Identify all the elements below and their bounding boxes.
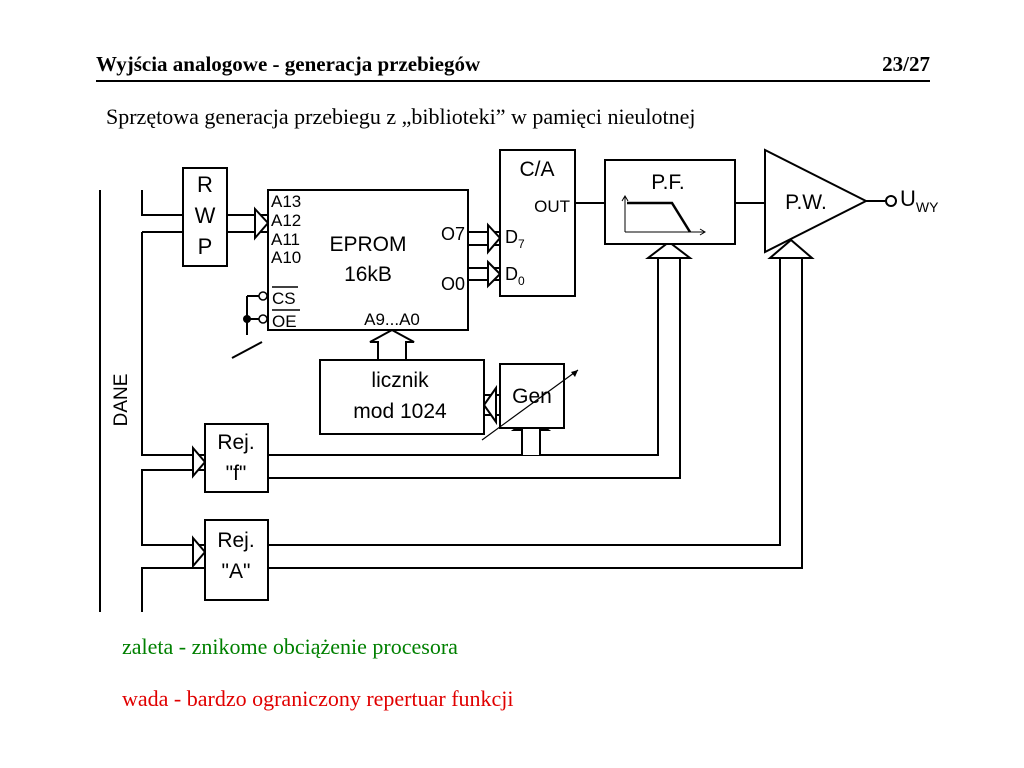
eprom-o7: O7 xyxy=(441,224,465,244)
counter-label-2: mod 1024 xyxy=(353,400,447,423)
register-f-label-1: Rej. xyxy=(217,431,254,454)
eprom-a11: A11 xyxy=(271,230,300,249)
dac-block xyxy=(499,149,576,297)
amplifier-triangle xyxy=(764,148,869,254)
cs-inversion-bubble xyxy=(258,291,268,301)
register-f-block xyxy=(204,423,269,493)
eprom-o0: O0 xyxy=(441,274,465,294)
reg-a-line-to-amp-b xyxy=(268,258,803,569)
rwp-label-p: P xyxy=(198,234,213,259)
reg-a-line-to-amp-a xyxy=(268,258,781,546)
data-bus-label: DANE xyxy=(111,374,132,427)
bus-to-reg-a xyxy=(141,567,205,612)
eprom-size: 16kB xyxy=(344,263,392,286)
register-a-label-1: Rej. xyxy=(217,529,254,552)
dac-d0: D xyxy=(505,264,518,284)
bus-to-reg-f xyxy=(141,232,205,456)
counter-label-1: licznik xyxy=(371,369,429,392)
counter-to-eprom-arrow xyxy=(369,328,415,360)
disadvantage-text: wada - bardzo ograniczony repertuar funk… xyxy=(122,686,514,711)
output-subscript: WY xyxy=(916,199,939,215)
bus-to-rwp-top xyxy=(141,190,183,216)
oe-inversion-bubble xyxy=(258,314,268,324)
dac-name: C/A xyxy=(519,158,554,181)
counter-block xyxy=(319,359,485,435)
register-f-label-2: "f" xyxy=(226,462,247,485)
eprom-address-label: A9...A0 xyxy=(364,310,420,329)
generator-name: Gen xyxy=(512,385,552,408)
reg-f-line-to-filter-a xyxy=(268,258,659,456)
eprom-a12: A12 xyxy=(271,211,301,230)
generator-adjust-arrow xyxy=(481,369,579,441)
eprom-a13: A13 xyxy=(271,192,301,211)
page-number: 23/27 xyxy=(882,52,930,76)
slide-subtitle: Sprzętowa generacja przebiegu z „bibliot… xyxy=(106,104,696,129)
register-a-block xyxy=(204,519,269,601)
rwp-label-w: W xyxy=(195,203,216,228)
amplifier-name: P.W. xyxy=(785,191,827,214)
svg-text:D0: D0 xyxy=(505,264,525,288)
filter-response-icon xyxy=(621,195,706,236)
dac-d7: D xyxy=(505,227,518,247)
slide-header: Wyjścia analogowe - generacja przebiegów… xyxy=(96,52,930,82)
dac-d7-subscript: 7 xyxy=(518,237,525,251)
register-a-label-2: "A" xyxy=(222,560,251,583)
slide-title: Wyjścia analogowe - generacja przebiegów xyxy=(96,52,481,76)
dac-d0-subscript: 0 xyxy=(518,274,525,288)
output-terminal xyxy=(885,195,897,207)
reg-f-line-to-filter-b xyxy=(268,258,681,479)
rwp-block xyxy=(182,167,228,267)
rwp-label-r: R xyxy=(197,172,213,197)
svg-text:UWY: UWY xyxy=(900,186,939,215)
eprom-cs: CS xyxy=(272,289,296,308)
generator-block xyxy=(499,363,565,429)
eprom-name: EPROM xyxy=(329,233,406,256)
dac-out: OUT xyxy=(534,197,570,216)
output-label: U xyxy=(900,186,916,211)
advantage-text: zaleta - znikome obciążenie procesora xyxy=(122,634,458,659)
eprom-block xyxy=(267,189,469,331)
eprom-oe: OE xyxy=(272,312,297,331)
eprom-a10: A10 xyxy=(271,248,301,267)
svg-text:D7: D7 xyxy=(505,227,525,251)
filter-name: P.F. xyxy=(651,171,684,194)
